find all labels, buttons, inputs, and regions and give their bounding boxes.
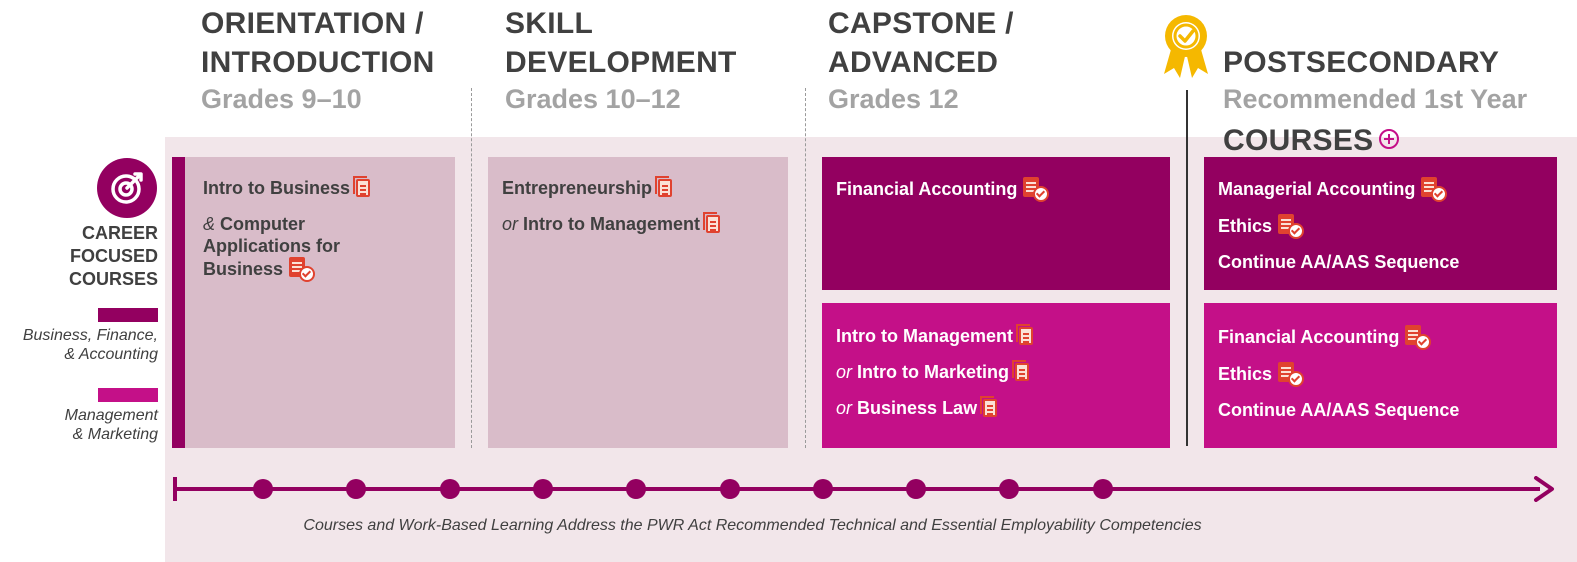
document-check-icon <box>289 257 316 282</box>
column-title-orientation: ORIENTATION / INTRODUCTION <box>201 7 435 79</box>
course-name: Business Law <box>857 398 978 418</box>
course-item: Intro to Business <box>203 176 437 199</box>
timeline-milestone <box>440 479 460 499</box>
column-divider <box>805 88 806 448</box>
timeline-arrow-icon <box>1532 476 1558 502</box>
timeline-milestone <box>720 479 740 499</box>
legend-label-finance: Business, Finance, & Accounting <box>22 327 158 363</box>
target-icon <box>97 158 157 218</box>
course-name: Intro to Management <box>836 326 1014 346</box>
document-icon <box>980 396 998 417</box>
timeline-milestone <box>813 479 833 499</box>
course-item: Financial Accounting <box>1218 325 1543 350</box>
timeline-milestone <box>1093 479 1113 499</box>
course-box-capstone-management: Intro to Management or Intro to Marketin… <box>822 303 1170 448</box>
course-box-post-finance: Managerial Accounting Ethics Continue AA… <box>1204 157 1557 290</box>
course-name: Entrepreneurship <box>502 178 653 198</box>
course-name: Intro to Business <box>203 178 351 198</box>
course-item: or Business Law <box>836 396 1156 419</box>
column-grade-postsecondary: Recommended 1st Year <box>1223 84 1528 114</box>
course-name: Computer Applications for Business <box>203 214 341 279</box>
course-conjunction: or <box>836 362 853 382</box>
column-title-skill: SKILL DEVELOPMENT <box>505 7 737 79</box>
course-item: or Intro to Marketing <box>836 360 1156 383</box>
award-ribbon-icon <box>1162 12 1210 80</box>
column-title-capstone: CAPSTONE / ADVANCED <box>828 7 1014 79</box>
document-check-icon <box>1278 362 1305 387</box>
course-name: Ethics <box>1218 364 1273 384</box>
course-item: Ethics <box>1218 214 1543 239</box>
course-item: Intro to Management <box>836 324 1156 347</box>
document-icon <box>1016 324 1034 345</box>
document-check-icon <box>1023 177 1050 202</box>
course-box-orientation: Intro to Business & Computer Application… <box>185 157 455 448</box>
course-item: Continue AA/AAS Sequence <box>1218 251 1543 273</box>
timeline-milestone <box>346 479 366 499</box>
course-name: Ethics <box>1218 216 1273 236</box>
course-name: Intro to Marketing <box>857 362 1010 382</box>
document-icon <box>353 176 371 197</box>
timeline-milestone <box>626 479 646 499</box>
postsecondary-divider <box>1186 90 1188 446</box>
course-name: Financial Accounting <box>1218 327 1400 347</box>
course-box-skill: Entrepreneurship or Intro to Management <box>488 157 788 448</box>
course-item: Managerial Accounting <box>1218 177 1543 202</box>
course-item: & Computer Applications for Business <box>203 213 403 282</box>
document-icon <box>703 212 721 233</box>
document-check-icon <box>1421 177 1448 202</box>
column-divider <box>471 88 472 448</box>
course-box-post-management: Financial Accounting Ethics Continue AA/… <box>1204 303 1557 448</box>
legend-title: CAREER FOCUSED COURSES <box>68 223 158 289</box>
course-name: Continue AA/AAS Sequence <box>1218 252 1460 272</box>
document-icon <box>655 176 673 197</box>
document-check-icon <box>1278 214 1305 239</box>
column-grade-skill: Grades 10–12 <box>505 84 681 114</box>
timeline-milestone <box>906 479 926 499</box>
course-item: or Intro to Management <box>502 212 774 235</box>
timeline-milestone <box>999 479 1019 499</box>
course-item: Ethics <box>1218 362 1543 387</box>
course-name: Managerial Accounting <box>1218 179 1416 199</box>
column-grade-capstone: Grades 12 <box>828 84 959 114</box>
column-title-postsecondary: POSTSECONDARY COURSES <box>1223 4 1499 199</box>
course-conjunction: or <box>836 398 853 418</box>
course-box-capstone-finance: Financial Accounting <box>822 157 1170 290</box>
timeline-milestone <box>253 479 273 499</box>
plus-circle-icon <box>1379 129 1400 149</box>
legend-label-management: Management & Marketing <box>64 407 158 443</box>
column-title-postsecondary-line1: POSTSECONDARY <box>1223 46 1500 79</box>
course-item: Continue AA/AAS Sequence <box>1218 399 1543 421</box>
column-grade-orientation: Grades 9–10 <box>201 84 362 114</box>
document-icon <box>1012 360 1030 381</box>
legend-swatch-finance <box>98 308 158 322</box>
timeline-line <box>175 487 1540 491</box>
course-item: Entrepreneurship <box>502 176 774 199</box>
course-name: Intro to Management <box>523 214 701 234</box>
course-conjunction: & <box>203 214 216 234</box>
timeline-note: Courses and Work-Based Learning Address … <box>303 517 1202 534</box>
legend-swatch-management <box>98 388 158 402</box>
column-title-postsecondary-line2: COURSES <box>1223 121 1499 160</box>
document-check-icon <box>1405 325 1432 350</box>
pathway-accent-bar <box>172 157 185 448</box>
course-name: Financial Accounting <box>836 179 1018 199</box>
column-title-postsecondary-courses: COURSES <box>1223 124 1374 157</box>
course-conjunction: or <box>502 214 519 234</box>
course-name: Continue AA/AAS Sequence <box>1218 400 1460 420</box>
course-item: Financial Accounting <box>836 177 1156 202</box>
timeline-milestone <box>533 479 553 499</box>
